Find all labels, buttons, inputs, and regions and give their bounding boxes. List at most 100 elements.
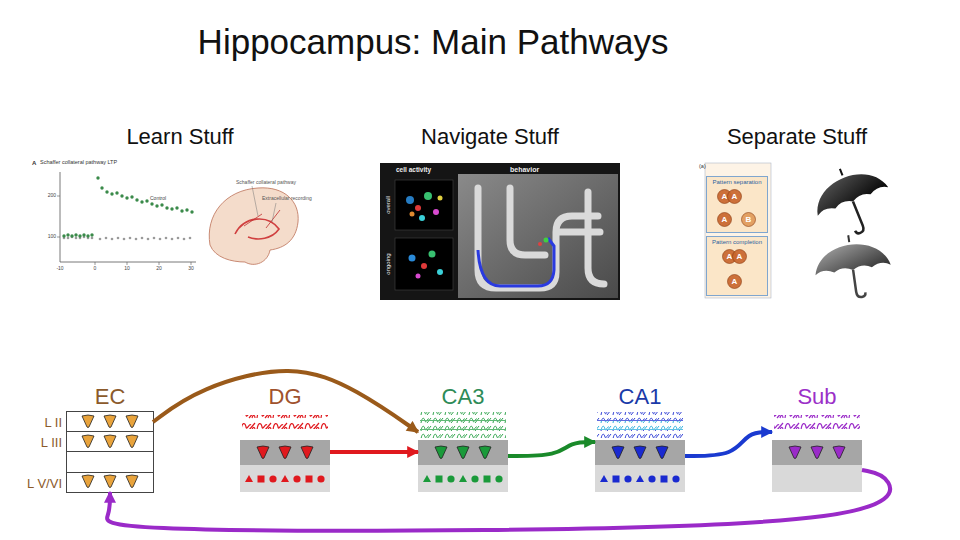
memory-circle: A (727, 189, 742, 204)
pathway-arrow (508, 442, 595, 456)
diagram-title: Hippocampus: Main Pathways (198, 24, 669, 59)
node-label: Sub (797, 386, 836, 408)
ltp-chart (57, 172, 196, 265)
dg-cells-part (281, 475, 289, 482)
umbrella-handle (845, 201, 865, 234)
ec-cells-part (126, 415, 138, 428)
section-heading: Learn Stuff (126, 126, 233, 148)
ca3-layer (420, 412, 506, 483)
ca1-cells-part (634, 446, 646, 459)
memory-circle: A (717, 212, 732, 227)
ltp-dots-part (140, 200, 143, 203)
chart-tick (95, 262, 96, 265)
chart-tick (57, 237, 60, 238)
circle-shape (733, 250, 747, 264)
control-dots-part (153, 237, 156, 240)
brain-outline (209, 188, 298, 265)
ca3-cells-part (435, 446, 447, 459)
ltp-dots-part (175, 206, 178, 209)
dg-cells-part (279, 446, 291, 459)
dendrite-row (774, 415, 860, 429)
cell-activity-dots-part (429, 251, 436, 258)
cell-activity-dots-part (421, 263, 427, 269)
sketch-label: Schaffer collateral pathway (236, 180, 296, 185)
ca3-cells-part (459, 475, 467, 482)
node-label: A (727, 253, 733, 261)
ltp-dots-part (170, 207, 173, 210)
umbrella-canopy (808, 164, 888, 216)
activity-panel (395, 238, 453, 290)
cortical-layer: L V/VI (67, 472, 153, 492)
ca1-cells-part (636, 475, 644, 482)
ltp-dots-part (78, 234, 81, 237)
dendrite-row (242, 415, 328, 429)
ltp-dots-part (74, 233, 77, 236)
layer-line (597, 429, 683, 430)
umbrella-tip (847, 235, 850, 242)
node-label: Pattern completion (712, 239, 762, 245)
ca3-cells-part (457, 446, 469, 459)
control-dots-part (99, 238, 102, 241)
circle-shape (742, 213, 756, 227)
control-dots-part (147, 238, 150, 241)
ltp-dots-part (165, 206, 168, 209)
ltp-dots (62, 176, 193, 237)
panel-letter: A (32, 160, 36, 166)
ca1-layer (597, 412, 683, 483)
ltp-dots-part (105, 190, 108, 193)
umbrella-handle (853, 269, 866, 298)
cell-activity-dots-part (419, 215, 425, 221)
cell-activity-dots-part (406, 196, 414, 204)
ca3-cells-part (423, 475, 431, 482)
memory-circle: B (741, 212, 756, 227)
control-dots-part (117, 237, 120, 240)
hippocampal-region: DG (240, 412, 330, 492)
leader-line (252, 186, 276, 222)
ltp-dots-part (125, 196, 128, 199)
sub-cells-part (811, 446, 823, 459)
chart-tick (159, 262, 160, 265)
arena-photo (458, 174, 618, 298)
sub-cells (789, 446, 845, 459)
cell-activity-dots (406, 192, 443, 279)
panel-label: cell activity (396, 167, 431, 174)
brain-sketch (209, 186, 298, 264)
node-label: L III (41, 435, 62, 448)
node-label: A (732, 193, 738, 201)
control-dots-part (165, 237, 168, 240)
hippocampal-region: CA3 (418, 412, 508, 492)
control-dots-part (135, 238, 138, 241)
dendrite-row (420, 412, 506, 420)
control-dots-part (183, 238, 186, 241)
umbrella-icon (811, 230, 895, 303)
ec-cells-part (104, 475, 116, 488)
node-label: L II (44, 415, 62, 428)
hippocampus-curve (235, 219, 279, 239)
node-label: A (737, 253, 743, 261)
layer-line (420, 429, 506, 430)
ltp-dots-part (130, 195, 133, 198)
ltp-dots-part (66, 233, 69, 236)
ltp-dots-part (90, 233, 93, 236)
cell-activity-dots-part (424, 192, 432, 200)
control-dots-part (91, 237, 94, 240)
pathway-arrow (685, 432, 772, 456)
ltp-dots-part (150, 202, 153, 205)
axis-tick: 20 (156, 266, 162, 271)
ltp-dots-part (86, 234, 89, 237)
ltp-dots-part (190, 210, 193, 213)
control-dots-part (111, 238, 114, 241)
node-label: EC (95, 386, 126, 408)
ca1-cells-part (672, 475, 679, 482)
chart-tick (57, 196, 60, 197)
ec-cells-part (82, 475, 94, 488)
control-dots-part (141, 237, 144, 240)
ec-cells (82, 415, 138, 488)
sketch-label: Extracellular recording (262, 196, 312, 201)
ca1-cells-part (600, 475, 608, 482)
cortical-layer: L II (67, 412, 153, 432)
sub-cells-part (833, 446, 845, 459)
layer-line (420, 420, 506, 421)
photo-frame (380, 163, 620, 300)
